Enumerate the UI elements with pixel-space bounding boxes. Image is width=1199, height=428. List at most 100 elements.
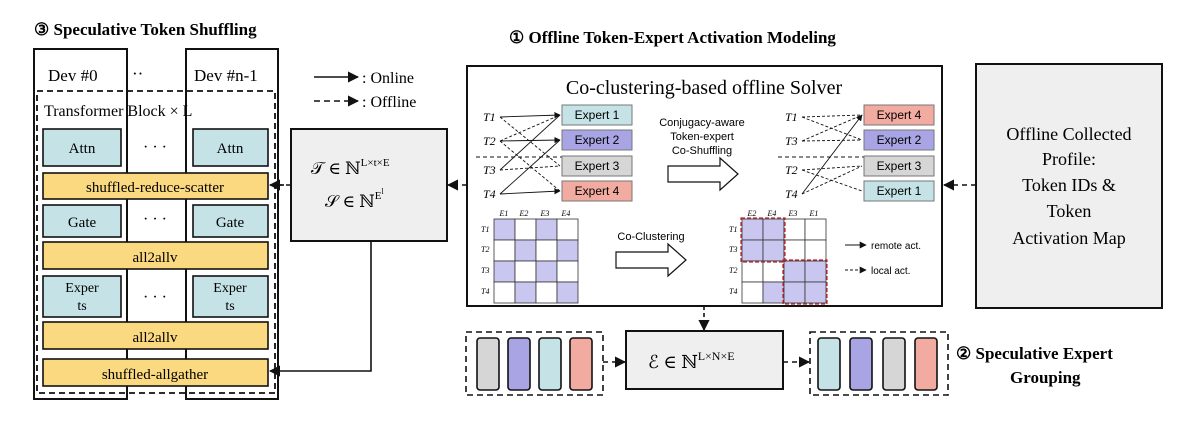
local-cluster-2	[782, 259, 828, 305]
right-expert-1-label: Expert 4	[877, 108, 922, 122]
attn-box-right	[192, 128, 269, 167]
online-legend-label: : Online	[362, 70, 414, 87]
row-dots: · · ·	[143, 139, 167, 156]
middle-text-3: Co-Shuffling	[672, 145, 732, 157]
right-edges	[801, 114, 863, 195]
input-expert-3	[476, 337, 500, 391]
attn-label-left: Attn	[69, 141, 96, 157]
right-expert-3-box	[863, 155, 935, 177]
left-token-1: T1	[483, 110, 496, 124]
formula-e: ℰ ∈ ℕL×N×E	[648, 349, 735, 372]
all2allv-label-1: all2allv	[133, 250, 178, 266]
formula-t: 𝒯 ∈ ℕL×t×E	[311, 157, 390, 178]
co-shuffling-arrow	[667, 156, 739, 192]
all2allv-label-2: all2allv	[133, 330, 178, 346]
right-matrix-col-1: E2	[747, 209, 757, 218]
right-expert-2-label: Expert 2	[877, 133, 922, 147]
right-token-4: T4	[785, 187, 798, 201]
output-expert-1	[817, 337, 841, 391]
left-expert-3-box	[561, 155, 633, 177]
attn-box-left	[42, 128, 122, 167]
right-token-1: T1	[785, 110, 798, 124]
row-dots: · · ·	[143, 289, 167, 306]
experts-box-left	[42, 275, 122, 318]
left-expert-3-label: Expert 3	[575, 159, 620, 173]
dev-dots: ··	[132, 64, 143, 83]
shuffled-reduce-scatter-label: shuffled-reduce-scatter	[86, 180, 224, 196]
co-clustering-label: Co-Clustering	[617, 231, 684, 243]
left-token-3: T3	[483, 163, 496, 177]
section3-title: ③ Speculative Token Shuffling	[34, 20, 257, 39]
left-matrix-col-1: E1	[499, 209, 509, 218]
section2-title-line2: Grouping	[1010, 368, 1081, 387]
left-token-2: T2	[483, 134, 496, 148]
offline-legend-label: : Offline	[362, 94, 416, 111]
formula-s: 𝒮 ∈ ℕEl	[325, 187, 385, 211]
row-dots: · · ·	[143, 211, 167, 228]
right-matrix-row-3: T2	[729, 266, 737, 275]
input-expert-2	[507, 337, 531, 391]
shuffled-reduce-scatter-bar	[42, 172, 269, 200]
right-expert-2-box	[863, 129, 935, 151]
profile-box	[975, 63, 1163, 309]
profile-line-2: Profile:	[1042, 149, 1096, 169]
dev0-label: Dev #0	[48, 66, 98, 85]
left-activation-matrix: E1 E2 E3 E4 T1 T2 T3 T4	[481, 209, 579, 304]
attn-label-right: Attn	[217, 141, 244, 157]
formula-to-allgather-arrow	[268, 241, 372, 377]
right-activation-matrix: E2 E4 E3 E1 T1 T3 T2 T4	[729, 209, 828, 305]
right-matrix-row-4: T4	[729, 287, 737, 296]
experts-box-right	[192, 275, 269, 318]
solver-title: Co-clustering-based offline Solver	[566, 77, 843, 99]
right-matrix-col-4: E1	[809, 209, 819, 218]
left-matrix-col-3: E3	[540, 209, 550, 218]
shuffled-allgather-label: shuffled-allgather	[102, 367, 208, 383]
right-matrix-row-1: T1	[729, 225, 737, 234]
left-expert-1-label: Expert 1	[575, 108, 620, 122]
experts-label-left-2: ts	[77, 299, 86, 314]
gate-box-right	[192, 204, 269, 238]
middle-text-1: Conjugacy-aware	[659, 117, 745, 129]
left-token-expert-map: T1 T2 T3 T4 Expert 1 Expert 2 Expert 3 E…	[476, 104, 633, 202]
input-expert-4	[569, 337, 593, 391]
experts-label-right-1: Exper	[213, 281, 247, 296]
gate-box-left	[42, 204, 122, 238]
section1-title: ① Offline Token-Expert Activation Modeli…	[509, 28, 836, 47]
right-expert-3-label: Expert 3	[877, 159, 922, 173]
profile-line-3: Token IDs &	[1022, 175, 1116, 195]
co-clustering-arrow	[615, 242, 687, 278]
dev0-column	[33, 48, 128, 400]
input-expert-1	[538, 337, 562, 391]
left-matrix-col-4: E4	[561, 209, 571, 218]
left-matrix-row-2: T2	[481, 245, 489, 254]
right-token-2: T3	[785, 134, 798, 148]
right-matrix-col-3: E3	[788, 209, 798, 218]
left-matrix-row-4: T4	[481, 287, 489, 296]
output-expert-group	[809, 331, 949, 396]
all2allv-bar-1	[42, 241, 269, 270]
left-expert-2-box	[561, 129, 633, 151]
output-expert-3	[882, 337, 906, 391]
right-matrix-col-2: E4	[767, 209, 777, 218]
right-token-3: T2	[785, 163, 798, 177]
right-matrix-row-2: T3	[729, 245, 737, 254]
local-cluster-1	[740, 217, 786, 263]
experts-label-right-2: ts	[225, 299, 234, 314]
transformer-label: Transformer Block × L	[44, 103, 192, 120]
left-expert-4-label: Expert 4	[575, 184, 620, 198]
left-expert-2-label: Expert 2	[575, 133, 620, 147]
right-expert-1-box	[863, 104, 935, 126]
left-edges	[499, 112, 561, 195]
right-token-expert-map: T1 T3 T2 T4 Expert 4 Expert 2 Expert 3 E…	[778, 104, 935, 202]
gate-label-right: Gate	[216, 215, 245, 231]
profile-line-4: Token	[1047, 201, 1092, 221]
left-expert-4-box	[561, 180, 633, 202]
section2-title-line1: ② Speculative Expert	[956, 344, 1113, 363]
shuffled-allgather-bar	[42, 358, 269, 387]
token-shuffle-formula-box	[290, 128, 448, 242]
middle-text-2: Token-expert	[670, 131, 734, 143]
profile-line-5: Activation Map	[1012, 228, 1125, 248]
output-expert-2	[849, 337, 873, 391]
all2allv-bar-2	[42, 321, 269, 350]
left-expert-1-box	[561, 104, 633, 126]
